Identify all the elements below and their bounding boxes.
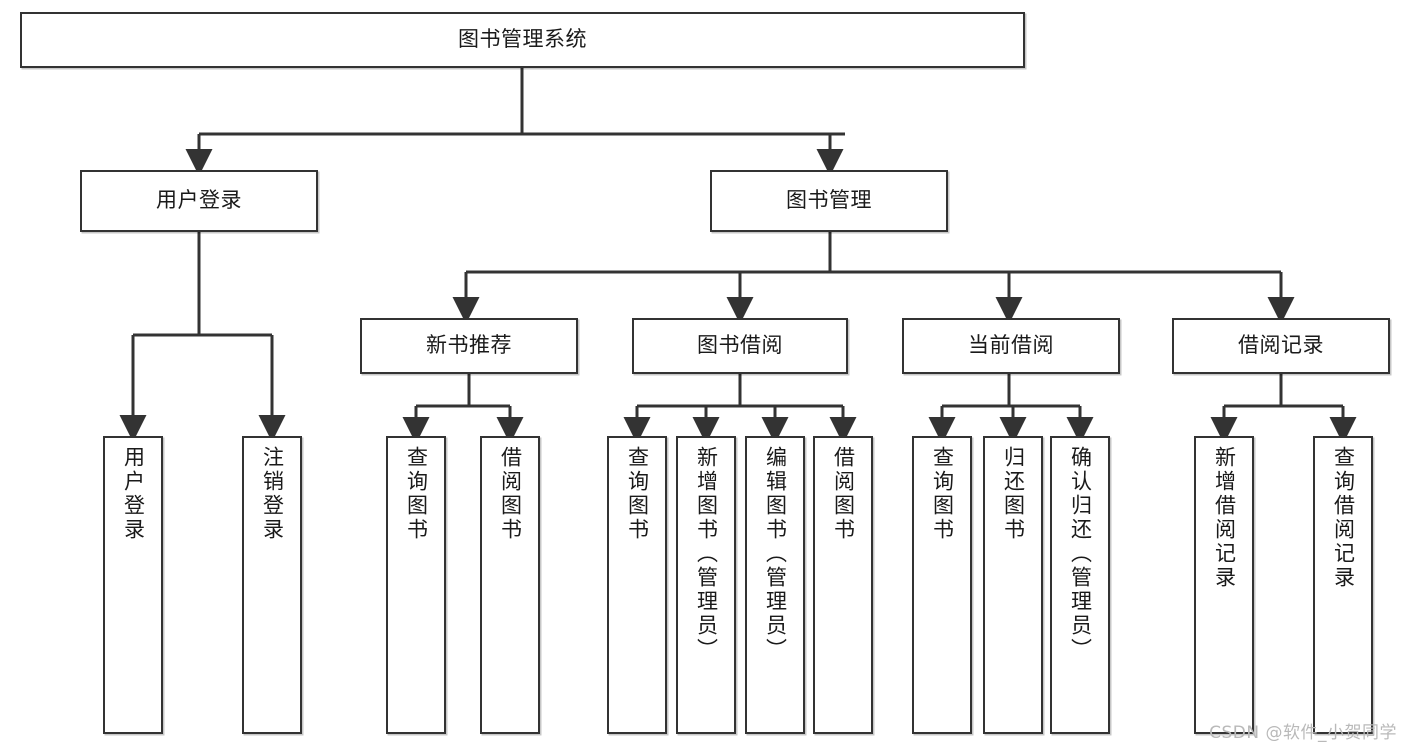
node-book-borrow[interactable]: 图书借阅 (632, 318, 848, 374)
node-leaf-query-book-3-label: 查询图书 (930, 446, 955, 542)
node-leaf-confirm-return-label: 确认归还（管理员） (1068, 446, 1093, 662)
node-leaf-query-book-1-label: 查询图书 (404, 446, 429, 542)
node-leaf-user-login[interactable]: 用户登录 (103, 436, 163, 734)
node-leaf-borrow-book-2-label: 借阅图书 (831, 446, 856, 542)
node-book-management-label: 图书管理 (786, 188, 872, 213)
node-leaf-return-book-label: 归还图书 (1001, 446, 1026, 542)
node-leaf-borrow-book-1[interactable]: 借阅图书 (480, 436, 540, 734)
node-borrow-record-label: 借阅记录 (1238, 333, 1324, 358)
node-book-borrow-label: 图书借阅 (697, 333, 783, 358)
node-current-borrow[interactable]: 当前借阅 (902, 318, 1120, 374)
node-leaf-borrow-book-2[interactable]: 借阅图书 (813, 436, 873, 734)
node-leaf-borrow-book-1-label: 借阅图书 (498, 446, 523, 542)
node-leaf-query-borrow-record-label: 查询借阅记录 (1331, 446, 1356, 590)
node-leaf-edit-book-label: 编辑图书（管理员） (763, 446, 788, 662)
node-leaf-add-borrow-record-label: 新增借阅记录 (1212, 446, 1237, 590)
node-user-login-label: 用户登录 (156, 188, 242, 213)
node-root[interactable]: 图书管理系统 (20, 12, 1025, 68)
node-book-management[interactable]: 图书管理 (710, 170, 948, 232)
node-leaf-query-book-2-label: 查询图书 (625, 446, 650, 542)
node-root-label: 图书管理系统 (458, 27, 587, 52)
node-leaf-user-logout-label: 注销登录 (260, 446, 285, 542)
node-new-book-recommend[interactable]: 新书推荐 (360, 318, 578, 374)
csdn-watermark: CSDN @软件_小贺同学 (1209, 723, 1397, 743)
node-leaf-query-borrow-record[interactable]: 查询借阅记录 (1313, 436, 1373, 734)
node-leaf-user-logout[interactable]: 注销登录 (242, 436, 302, 734)
node-leaf-user-login-label: 用户登录 (121, 446, 146, 542)
node-new-book-recommend-label: 新书推荐 (426, 333, 512, 358)
node-leaf-query-book-1[interactable]: 查询图书 (386, 436, 446, 734)
node-leaf-add-borrow-record[interactable]: 新增借阅记录 (1194, 436, 1254, 734)
node-leaf-add-book-label: 新增图书（管理员） (694, 446, 719, 662)
node-leaf-confirm-return[interactable]: 确认归还（管理员） (1050, 436, 1110, 734)
node-leaf-add-book[interactable]: 新增图书（管理员） (676, 436, 736, 734)
node-current-borrow-label: 当前借阅 (968, 333, 1054, 358)
node-borrow-record[interactable]: 借阅记录 (1172, 318, 1390, 374)
node-leaf-return-book[interactable]: 归还图书 (983, 436, 1043, 734)
node-leaf-query-book-2[interactable]: 查询图书 (607, 436, 667, 734)
node-leaf-edit-book[interactable]: 编辑图书（管理员） (745, 436, 805, 734)
node-leaf-query-book-3[interactable]: 查询图书 (912, 436, 972, 734)
node-user-login[interactable]: 用户登录 (80, 170, 318, 232)
